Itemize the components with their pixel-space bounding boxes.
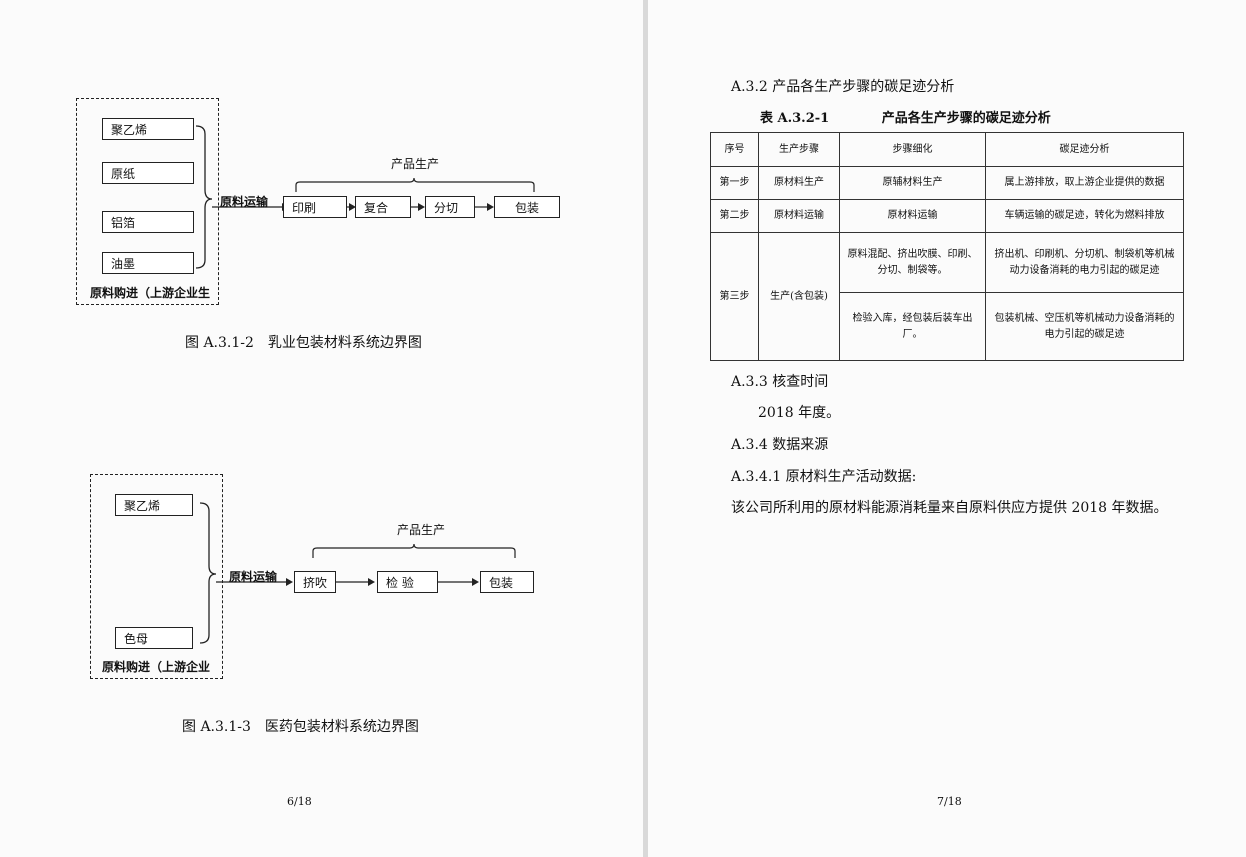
section-heading-a332: A.3.2 产品各生产步骤的碳足迹分析: [731, 79, 955, 95]
carbon-footprint-table: 序号 生产步骤 步骤细化 碳足迹分析 第一步 原材料生产 原辅材料生产 属上游排…: [710, 132, 1184, 361]
page-gutter: [643, 0, 648, 857]
fig2-step-label: 包装: [489, 575, 514, 590]
fig1-step-label: 包装: [514, 200, 539, 215]
table-cell-step: 生产(含包装): [758, 232, 840, 361]
fig1-arrowhead: [418, 203, 425, 211]
section-heading-a3341: A.3.4.1 原材料生产活动数据:: [731, 469, 917, 485]
table-cell-analysis: 属上游排放，取上游企业提供的数据: [985, 166, 1184, 200]
table-title-number: 表 A.3.2-1: [760, 111, 830, 126]
table-cell-analysis: 车辆运输的碳足迹，转化为燃料排放: [985, 199, 1184, 233]
table-cell-no: 第三步: [710, 232, 759, 361]
fig2-material-box: 聚乙烯: [115, 494, 193, 516]
fig1-material-label: 油墨: [111, 256, 136, 271]
fig2-step-box: 包装: [480, 571, 534, 593]
fig2-material-box: 色母: [115, 627, 193, 649]
table-header-cell: 步骤细化: [839, 132, 986, 167]
fig1-step-label: 分切: [434, 200, 459, 215]
fig2-production-brace: [312, 543, 516, 558]
fig1-step-box: 包装: [494, 196, 560, 218]
table-cell-detail: 原材料运输: [839, 199, 986, 233]
fig1-transport-label: 原料运输: [220, 195, 269, 209]
fig2-step-label: 挤吹: [303, 575, 328, 590]
table-row: 检验入库，经包装后装车出厂。 包装机械、空压机等机械动力设备消耗的电力引起的碳足…: [711, 292, 1184, 361]
fig2-arrowhead: [368, 578, 375, 586]
fig1-material-label: 原纸: [111, 166, 136, 181]
fig2-purchase-label: 原料购进（上游企业: [102, 660, 211, 674]
fig1-boundary-box: [76, 98, 219, 305]
table-cell-no: 第二步: [710, 199, 759, 233]
fig1-production-label: 产品生产: [391, 157, 440, 171]
fig2-materials-brace: [199, 502, 217, 644]
fig1-step-label: 复合: [364, 200, 389, 215]
fig2-transport-label: 原料运输: [229, 570, 278, 584]
table-header-row: 序号 生产步骤 步骤细化 碳足迹分析: [710, 132, 1184, 167]
table-cell-step: 原材料生产: [758, 166, 840, 200]
left-page: [0, 0, 643, 857]
fig1-material-box: 原纸: [102, 162, 194, 184]
fig1-arrowhead: [349, 203, 356, 211]
table-cell-analysis: 挤出机、印刷机、分切机、制袋机等机械动力设备消耗的电力引起的碳足迹: [985, 232, 1184, 293]
table-cell-detail: 原辅材料生产: [839, 166, 986, 200]
fig1-material-box: 油墨: [102, 252, 194, 274]
fig2-production-label: 产品生产: [397, 523, 446, 537]
table-cell-analysis: 包装机械、空压机等机械动力设备消耗的电力引起的碳足迹: [985, 292, 1184, 361]
table-row: 第三步 生产(含包装) 原料混配、挤出吹膜、印刷、分切、制袋等。 挤出机、印刷机…: [710, 232, 1184, 361]
fig1-material-box: 聚乙烯: [102, 118, 194, 140]
fig2-step-box: 检 验: [377, 571, 438, 593]
table-cell-step: 原材料运输: [758, 199, 840, 233]
fig1-purchase-label: 原料购进（上游企业生: [90, 286, 211, 300]
table-cell-detail: 检验入库，经包装后装车出厂。: [839, 292, 986, 361]
fig1-step-box: 复合: [355, 196, 411, 218]
table-title: 表 A.3.2-1 产品各生产步骤的碳足迹分析: [760, 107, 1051, 126]
fig2-caption: 图 A.3.1-3 医药包装材料系统边界图: [182, 719, 419, 735]
table-header-cell: 生产步骤: [758, 132, 840, 167]
fig2-arrowhead: [286, 578, 293, 586]
right-page-number: 7/18: [937, 795, 962, 808]
fig2-boundary-box: [90, 474, 223, 679]
table-cell-detail: 原料混配、挤出吹膜、印刷、分切、制袋等。: [839, 232, 986, 293]
fig1-arrowhead: [487, 203, 494, 211]
table-header-cell: 序号: [710, 132, 759, 167]
fig1-production-brace: [295, 177, 535, 192]
section-heading-a334: A.3.4 数据来源: [731, 437, 829, 453]
fig2-material-label: 色母: [124, 631, 149, 646]
fig1-material-label: 聚乙烯: [111, 122, 148, 137]
fig2-step-label: 检 验: [386, 575, 414, 590]
fig1-materials-brace: [195, 125, 213, 269]
section-heading-a333: A.3.3 核查时间: [731, 374, 829, 390]
fig1-step-label: 印刷: [292, 200, 317, 215]
table-cell-no: 第一步: [710, 166, 759, 200]
section-body-a333: 2018 年度。: [758, 405, 841, 421]
fig1-material-box: 铝箔: [102, 211, 194, 233]
section-body-a3341: 该公司所利用的原材料能源消耗量来自原料供应方提供 2018 年数据。: [731, 500, 1168, 516]
fig1-material-label: 铝箔: [111, 215, 136, 230]
fig2-arrowhead: [472, 578, 479, 586]
fig1-caption: 图 A.3.1-2 乳业包装材料系统边界图: [185, 335, 422, 351]
table-header-cell: 碳足迹分析: [985, 132, 1184, 167]
left-page-number: 6/18: [287, 795, 312, 808]
fig2-step-box: 挤吹: [294, 571, 336, 593]
table-row: 第一步 原材料生产 原辅材料生产 属上游排放，取上游企业提供的数据: [710, 166, 1184, 200]
fig1-step-box: 分切: [425, 196, 475, 218]
table-row: 第二步 原材料运输 原材料运输 车辆运输的碳足迹，转化为燃料排放: [710, 199, 1184, 233]
fig2-material-label: 聚乙烯: [124, 498, 161, 513]
fig1-step-box: 印刷: [283, 196, 347, 218]
table-title-text: 产品各生产步骤的碳足迹分析: [881, 111, 1051, 126]
